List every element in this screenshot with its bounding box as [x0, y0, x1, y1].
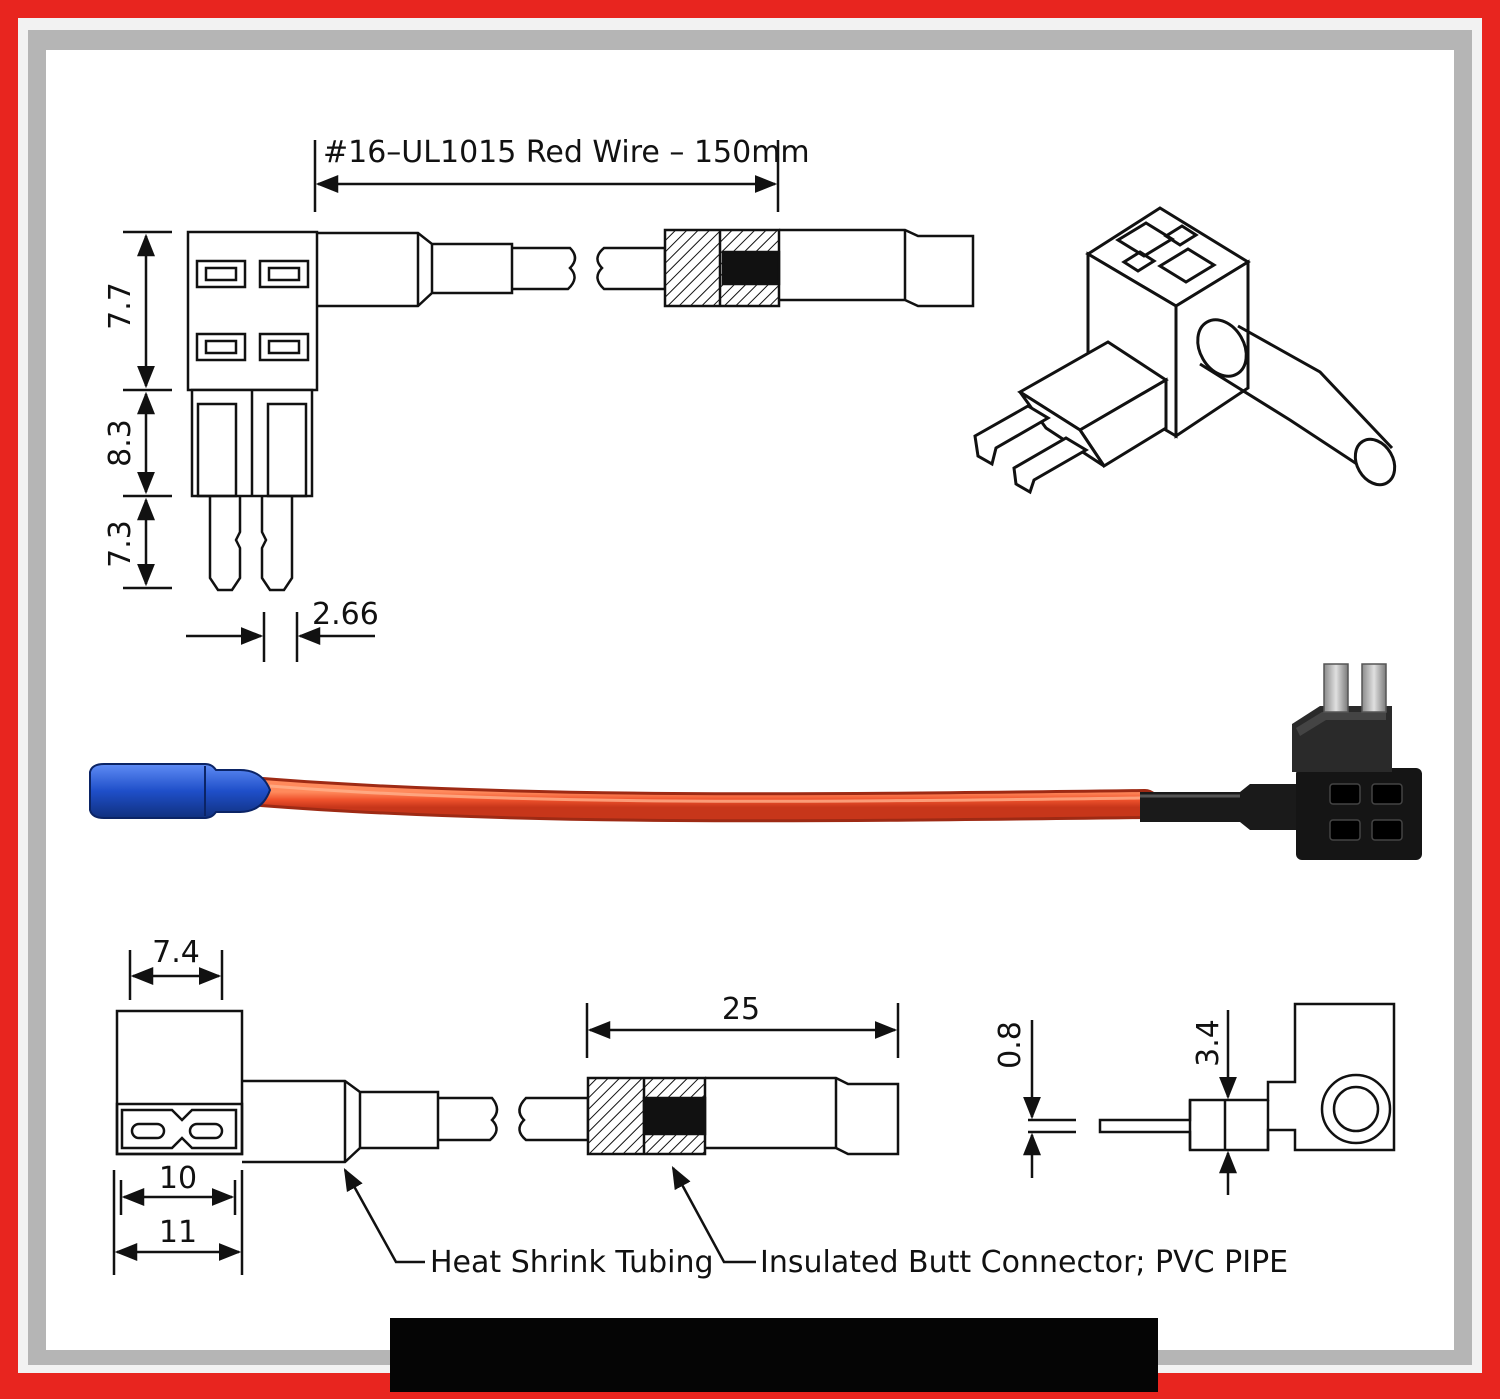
fuse-tap-photo-icon — [89, 663, 1422, 860]
top-view-drawing — [123, 140, 975, 662]
dim-blade-lower-label: 7.3 — [103, 520, 138, 568]
dim-top-width-label: 7.4 — [152, 935, 200, 970]
dim-butt-length-label: 25 — [722, 992, 760, 1027]
dim-blade-height-label: 3.4 — [1191, 1019, 1226, 1067]
bottom-black-bar — [390, 1318, 1158, 1392]
dim-base-inner-label: 10 — [159, 1161, 197, 1196]
wire-title-label: #16–UL1015 Red Wire – 150mm — [323, 135, 810, 170]
dim-blade-gap-label: 2.66 — [312, 597, 379, 632]
dim-blade-thickness-label: 0.8 — [993, 1021, 1028, 1069]
bottom-view-drawing — [112, 950, 1396, 1275]
callout-heat-shrink-label: Heat Shrink Tubing — [430, 1245, 714, 1280]
fuse-tap-isometric-icon — [973, 206, 1397, 495]
callout-butt-connector-label: Insulated Butt Connector; PVC PIPE — [760, 1245, 1288, 1280]
dim-base-outer-label: 11 — [159, 1215, 197, 1250]
dim-blade-upper-label: 8.3 — [103, 419, 138, 467]
dim-body-height-label: 7.7 — [103, 282, 138, 330]
